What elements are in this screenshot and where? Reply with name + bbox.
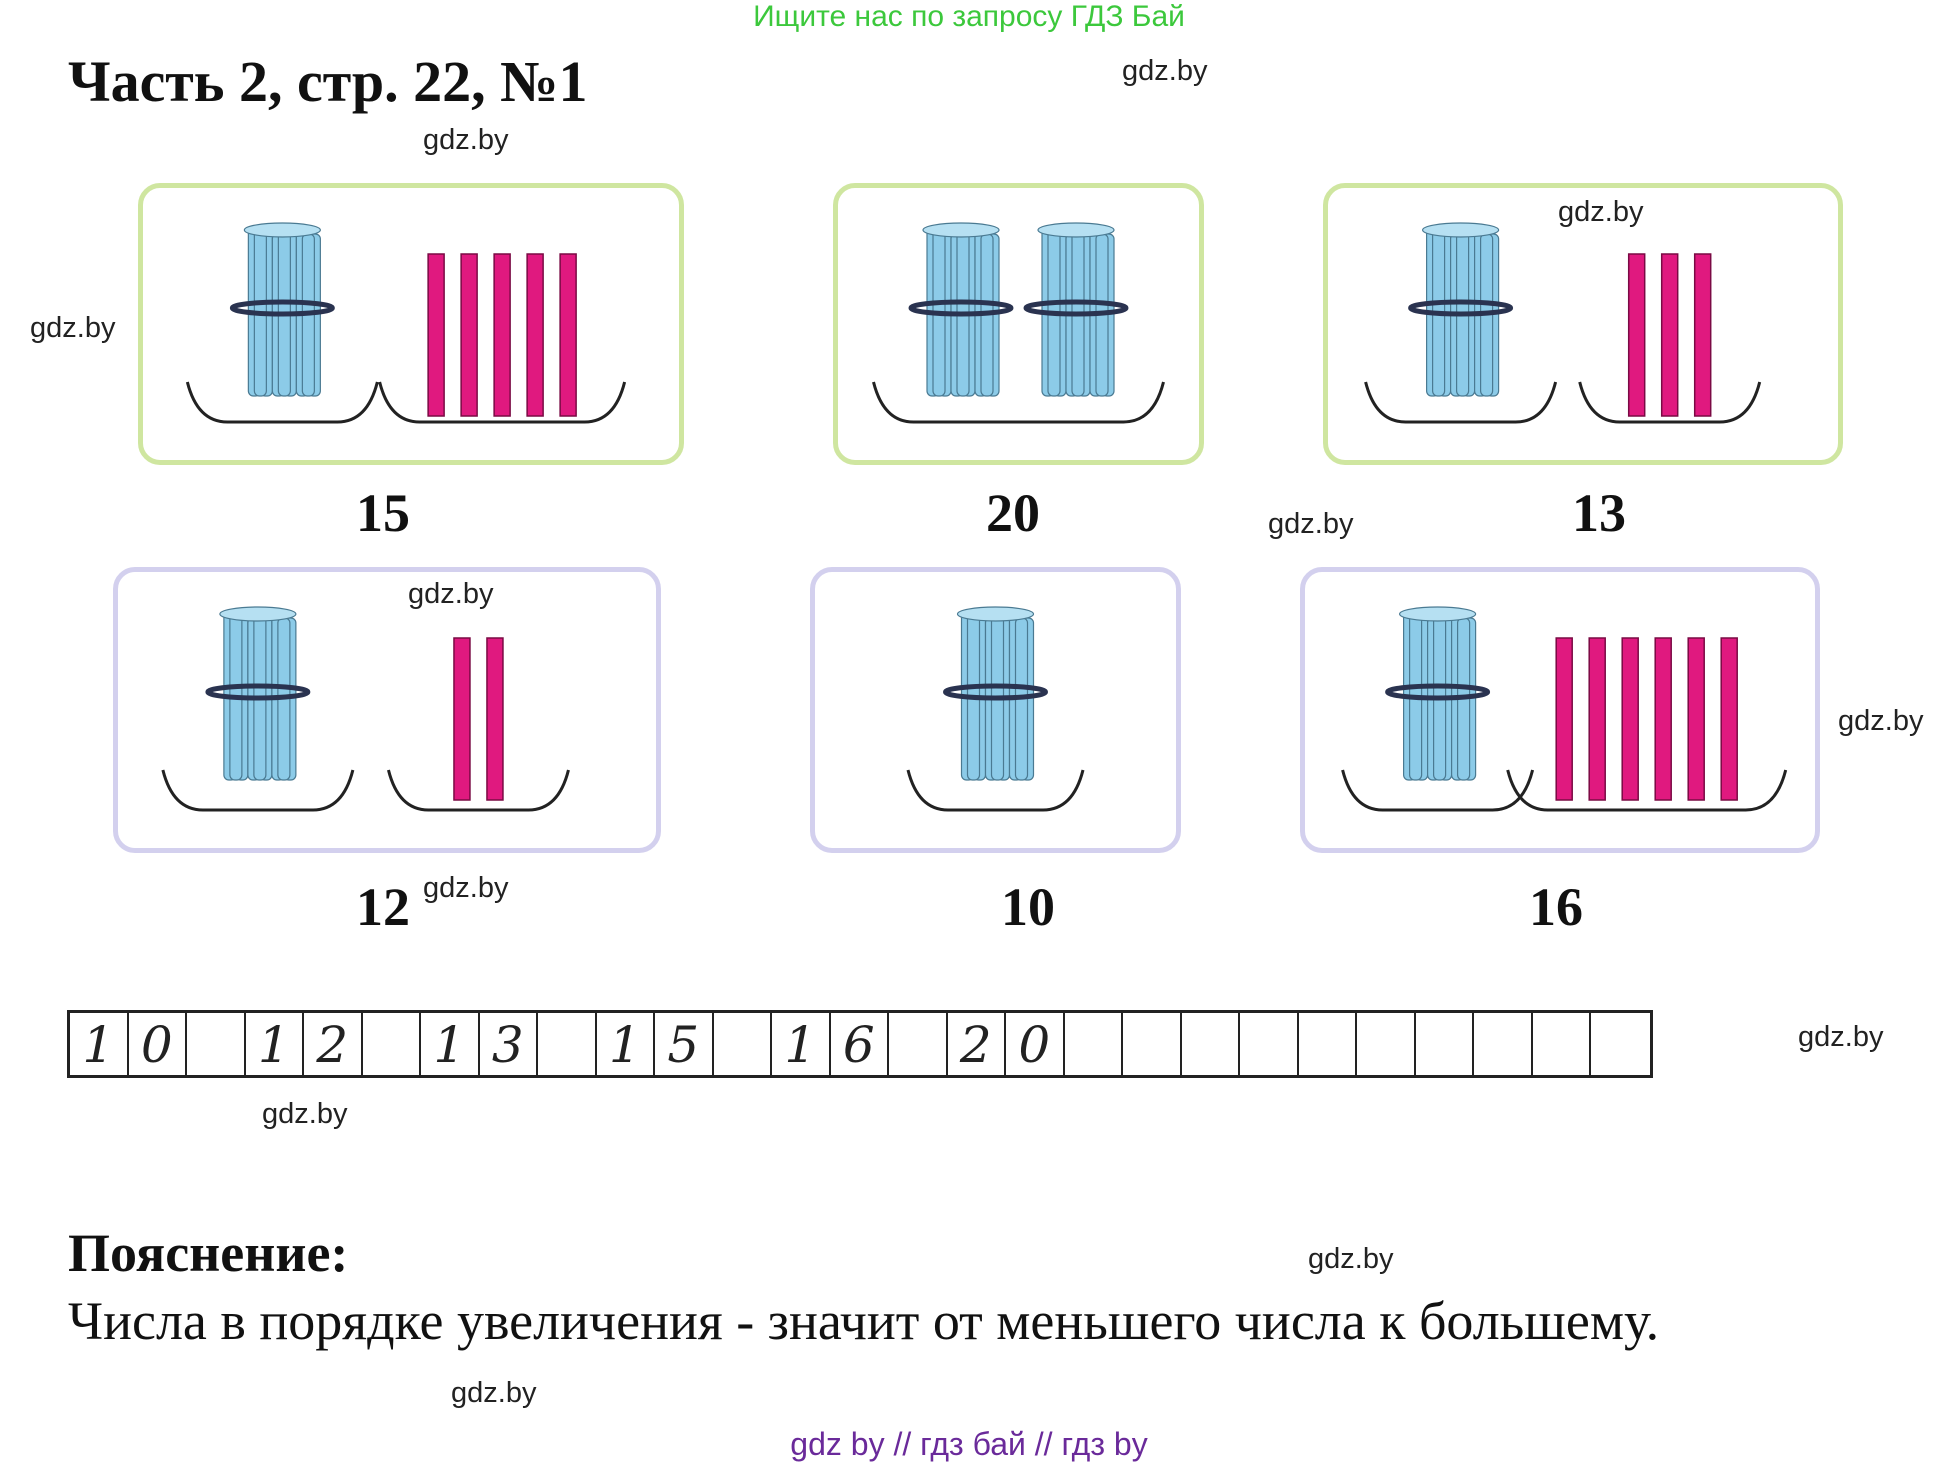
tray-icon: [872, 381, 1165, 424]
answer-cell[interactable]: 1: [246, 1013, 304, 1075]
tray-icon: [1578, 381, 1762, 424]
answer-cell[interactable]: [1591, 1013, 1650, 1075]
answer-cell[interactable]: [1240, 1013, 1299, 1075]
card-number: 15: [356, 483, 410, 543]
watermark: gdz.by: [1122, 55, 1208, 87]
stick-icon: [1720, 637, 1738, 801]
answer-cell[interactable]: [1299, 1013, 1357, 1075]
stick-icon: [427, 253, 445, 417]
card-number: 16: [1529, 877, 1583, 937]
counting-card: gdz.by: [113, 567, 661, 853]
answer-cell[interactable]: [1182, 1013, 1240, 1075]
answer-cell[interactable]: [1123, 1013, 1182, 1075]
watermark: gdz.by: [1558, 196, 1644, 228]
watermark: gdz.by: [451, 1377, 537, 1409]
stick-icon: [1654, 637, 1672, 801]
explanation-heading: Пояснение:: [68, 1223, 349, 1283]
answer-cell[interactable]: [714, 1013, 772, 1075]
stick-icon: [1555, 637, 1573, 801]
answer-cell[interactable]: [1474, 1013, 1533, 1075]
answer-cell[interactable]: 2: [304, 1013, 363, 1075]
bundle-of-ten-icon: [229, 222, 335, 397]
answer-cell[interactable]: 1: [421, 1013, 480, 1075]
tray-icon: [1506, 769, 1788, 812]
bundle-of-ten-icon: [943, 606, 1048, 781]
answer-cell[interactable]: 0: [129, 1013, 187, 1075]
stick-icon: [526, 253, 544, 417]
watermark: gdz.by: [1838, 705, 1924, 737]
answer-cell[interactable]: 1: [70, 1013, 129, 1075]
answer-cell[interactable]: [1065, 1013, 1123, 1075]
answer-cell[interactable]: 2: [948, 1013, 1006, 1075]
tray-icon: [906, 769, 1085, 812]
card-number: 10: [1001, 877, 1055, 937]
tray-icon: [185, 381, 379, 424]
bundle-of-ten-icon: [1385, 606, 1491, 781]
explanation-text: Числа в порядке увеличения - значит от м…: [68, 1291, 1660, 1351]
tray-icon: [1364, 381, 1558, 424]
stick-icon: [1621, 637, 1639, 801]
stick-icon: [1627, 253, 1646, 417]
stick-icon: [486, 637, 504, 801]
card-number: 12: [356, 877, 410, 937]
footer-links: gdz by // гдз бай // гдз by: [790, 1426, 1148, 1462]
watermark: gdz.by: [30, 312, 116, 344]
watermark: gdz.by: [423, 124, 509, 156]
stick-icon: [1693, 253, 1712, 417]
tray-icon: [387, 769, 570, 812]
stick-icon: [493, 253, 511, 417]
stick-icon: [460, 253, 478, 417]
tray-icon: [161, 769, 355, 812]
counting-card: [138, 183, 684, 465]
stick-icon: [453, 637, 471, 801]
bundle-of-ten-icon: [908, 222, 1014, 397]
bundle-of-ten-icon: [1023, 222, 1129, 397]
answer-cell[interactable]: [1533, 1013, 1591, 1075]
answer-cell[interactable]: 0: [1006, 1013, 1065, 1075]
tray-icon: [1341, 769, 1535, 812]
answer-cell[interactable]: [889, 1013, 948, 1075]
answer-cell[interactable]: [1357, 1013, 1416, 1075]
card-number: 13: [1572, 483, 1626, 543]
answer-cell[interactable]: 6: [831, 1013, 889, 1075]
card-number: 20: [986, 483, 1040, 543]
watermark: gdz.by: [1268, 508, 1354, 540]
tray-icon: [378, 381, 627, 424]
stick-icon: [1687, 637, 1705, 801]
watermark: gdz.by: [262, 1098, 348, 1130]
counting-card: [1300, 567, 1820, 853]
stick-icon: [1660, 253, 1679, 417]
watermark: gdz.by: [423, 872, 509, 904]
search-banner: Ищите нас по запросу ГДЗ Бай: [753, 0, 1185, 33]
watermark: gdz.by: [408, 578, 494, 610]
answer-cell[interactable]: [1416, 1013, 1474, 1075]
stick-icon: [559, 253, 577, 417]
answer-cell[interactable]: 1: [772, 1013, 831, 1075]
answer-cell[interactable]: 1: [597, 1013, 655, 1075]
counting-card: [810, 567, 1181, 853]
page-title: Часть 2, стр. 22, №1: [68, 49, 588, 114]
bundle-of-ten-icon: [1408, 222, 1514, 397]
answer-cell[interactable]: [538, 1013, 597, 1075]
watermark: gdz.by: [1308, 1243, 1394, 1275]
counting-card: gdz.by: [1323, 183, 1843, 465]
stick-icon: [1588, 637, 1606, 801]
answer-cell[interactable]: 3: [480, 1013, 538, 1075]
answer-cell[interactable]: [363, 1013, 421, 1075]
answer-cell[interactable]: [187, 1013, 246, 1075]
watermark: gdz.by: [1798, 1021, 1884, 1053]
answer-cell[interactable]: 5: [655, 1013, 714, 1075]
counting-card: [833, 183, 1204, 465]
bundle-of-ten-icon: [205, 606, 311, 781]
